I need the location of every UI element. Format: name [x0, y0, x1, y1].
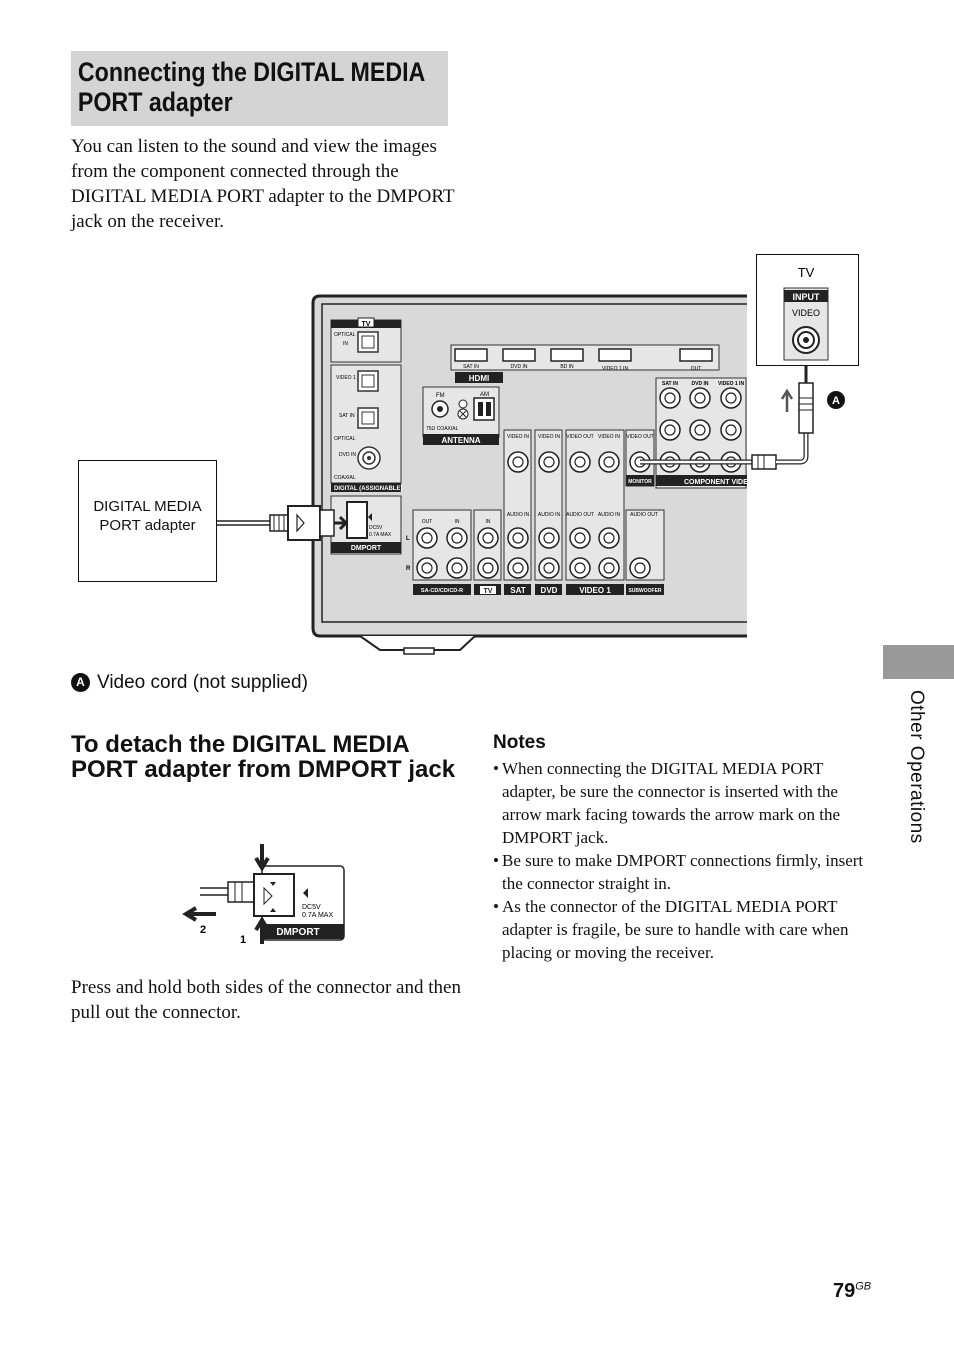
- connection-diagram: TV OPTICAL IN VIDEO 1 IN SAT IN OPTICAL …: [217, 265, 845, 655]
- tv-box: [756, 254, 859, 366]
- antenna-fm: FM: [436, 393, 445, 399]
- tv-video: VIDEO: [792, 308, 820, 318]
- section-title: Connecting the DIGITAL MEDIA PORT adapte…: [77, 57, 425, 117]
- detach-dc5v: DC5V: [302, 904, 321, 911]
- detach-title: To detach the DIGITAL MEDIA PORT adapter…: [71, 731, 456, 783]
- legend: A Video cord (not supplied): [71, 672, 308, 694]
- adapter-label: DIGITAL MEDIA PORT adapter: [93, 498, 202, 534]
- panel-dmport: DMPORT: [351, 545, 382, 552]
- note-item: As the connector of the DIGITAL MEDIA PO…: [493, 895, 873, 964]
- audio-label-5: AUDIO OUT: [630, 512, 658, 518]
- notes-list: When connecting the DIGITAL MEDIA PORT a…: [493, 757, 873, 964]
- sidebar-label: Other Operations: [906, 690, 927, 844]
- hdmi-label-out: OUT: [691, 366, 702, 372]
- audio-label-4: AUDIO IN: [598, 512, 621, 518]
- legend-text: Video cord (not supplied): [97, 672, 308, 693]
- page-number-value: 79: [833, 1280, 856, 1302]
- audio-label-1: AUDIO IN: [507, 512, 530, 518]
- panel-sat-in: SAT IN: [339, 413, 355, 419]
- video-label-3: VIDEO OUT: [566, 434, 594, 440]
- page-suffix: GB: [855, 1280, 872, 1293]
- hdmi-label-sat: SAT IN: [463, 364, 479, 370]
- channel-l: L: [406, 536, 410, 542]
- section-title-box: Connecting the DIGITAL MEDIA PORT adapte…: [71, 51, 448, 126]
- antenna-coax: 75Ω COAXIAL: [426, 426, 459, 432]
- press-paragraph: Press and hold both sides of the connect…: [71, 977, 461, 1023]
- audio-in-label: IN: [455, 519, 460, 525]
- video-label-4: VIDEO IN: [598, 434, 620, 440]
- video-label-1: VIDEO IN: [507, 434, 529, 440]
- audio-in-label-2: IN: [486, 519, 491, 525]
- panel-max: 0.7A MAX: [369, 532, 392, 538]
- monitor-tag: MONITOR: [628, 479, 652, 485]
- antenna-am: AM: [480, 392, 489, 398]
- audio-label-3: AUDIO OUT: [566, 512, 594, 518]
- panel-digital-assignable: DIGITAL (ASSIGNABLE): [334, 486, 402, 492]
- tv-label: TV: [798, 265, 815, 280]
- panel-video1-in: VIDEO 1 IN: [336, 375, 363, 381]
- component-col-dvd: DVD IN: [692, 381, 709, 387]
- component-tag: COMPONENT VIDEO: [684, 479, 754, 486]
- detach-figure: DMPORT DC5V 0.7A MAX 2 1: [182, 844, 345, 946]
- audio-out-label: OUT: [422, 519, 433, 525]
- bottom-label-video1: VIDEO 1: [579, 586, 611, 595]
- bottom-label-sat: SAT: [510, 586, 526, 595]
- panel-dc5v: DC5V: [369, 525, 383, 531]
- panel-coaxial: COAXIAL: [334, 475, 356, 481]
- panel-optical: OPTICAL: [334, 332, 356, 338]
- detach-dmport: DMPORT: [276, 927, 319, 938]
- panel-dvd-in: DVD IN: [339, 452, 356, 458]
- adapter-label-box: DIGITAL MEDIA PORT adapter: [78, 460, 217, 582]
- sidebar-tab: [883, 645, 954, 679]
- panel-in: IN: [343, 341, 348, 347]
- video-label-2: VIDEO IN: [538, 434, 560, 440]
- bottom-label-dvd: DVD: [541, 586, 558, 595]
- bottom-label-sacd: SA-CD/CD/CD-R: [421, 588, 463, 594]
- channel-r: R: [406, 566, 411, 572]
- antenna-tag: ANTENNA: [441, 436, 480, 445]
- callout-a: A: [832, 395, 840, 407]
- note-item: Be sure to make DMPORT connections firml…: [493, 849, 873, 895]
- notes-title: Notes: [493, 732, 546, 753]
- hdmi-tag: HDMI: [469, 374, 489, 383]
- intro-paragraph: You can listen to the sound and view the…: [71, 136, 455, 232]
- video-label-5: VIDEO OUT: [626, 434, 654, 440]
- note-item: When connecting the DIGITAL MEDIA PORT a…: [493, 757, 873, 849]
- legend-letter: A: [71, 673, 90, 692]
- audio-label-2: AUDIO IN: [538, 512, 561, 518]
- step-1: 1: [240, 934, 246, 946]
- hdmi-label-dvd: DVD IN: [511, 364, 528, 370]
- bottom-label-subwoofer: SUBWOOFER: [628, 588, 661, 594]
- hdmi-label-video1: VIDEO 1 IN: [602, 366, 629, 372]
- component-col-sat: SAT IN: [662, 381, 678, 387]
- step-2: 2: [200, 924, 206, 936]
- detach-max: 0.7A MAX: [302, 912, 333, 919]
- component-col-video1: VIDEO 1 IN: [718, 381, 745, 387]
- panel-tv-tag: TV: [362, 321, 371, 328]
- hdmi-label-bd: BD IN: [560, 364, 574, 370]
- tv-input: INPUT: [793, 292, 821, 302]
- panel-optical2: OPTICAL: [334, 436, 356, 442]
- bottom-label-tv: TV: [484, 588, 493, 595]
- page-number: 79GB: [833, 1280, 871, 1303]
